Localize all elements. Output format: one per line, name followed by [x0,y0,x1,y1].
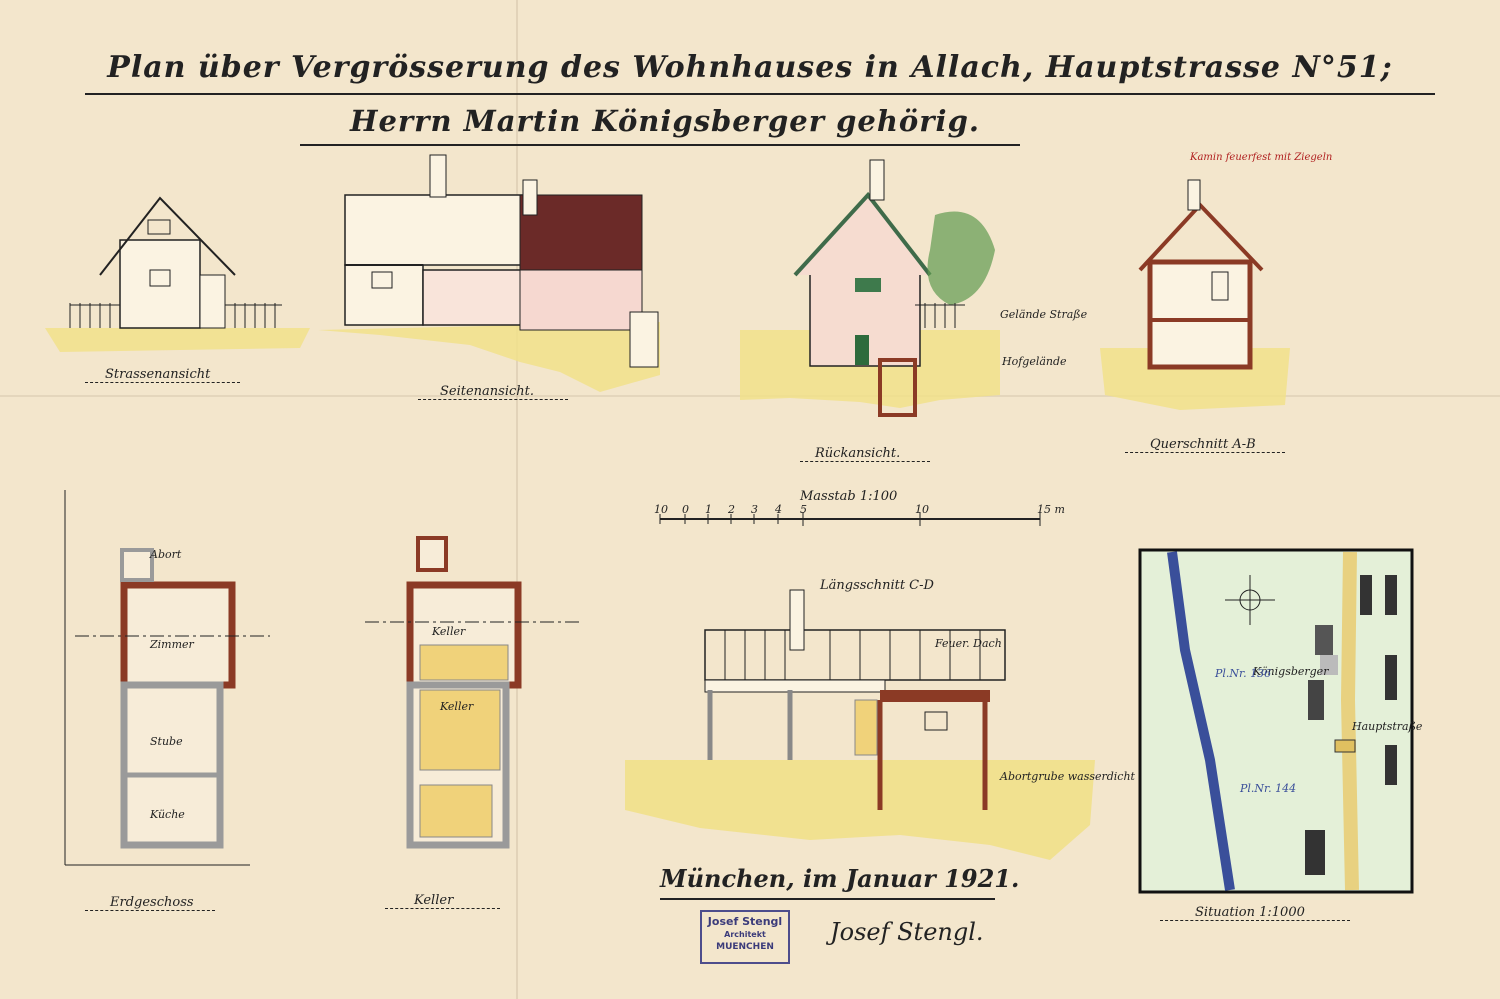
situation-map [1138,548,1414,894]
strassenansicht-drawing [45,196,310,352]
keller-plan [365,536,580,849]
room-kueche: Küche [150,808,185,821]
note-gelaende-strasse: Gelände Straße [1000,308,1088,321]
place-date-underline [660,898,995,900]
label-querschnitt: Querschnitt A-B [1150,437,1256,452]
map-plot-136: Pl.Nr. 136 [1215,667,1272,680]
scale-bar [659,512,1041,526]
architect-signature: Josef Stengl. [830,918,984,946]
note-hofgelaende: Hofgelände [1002,355,1067,368]
plan-title: Plan über Vergrösserung des Wohnhauses i… [107,50,1393,85]
label-keller-underline [385,908,500,910]
place-date: München, im Januar 1921. [660,864,1020,893]
title-underline [85,93,1435,95]
erdgeschoss-plan [64,490,270,866]
label-erdgeschoss-underline [85,910,215,912]
label-masstab: Masstab 1:100 [800,489,898,504]
label-situation: Situation 1:1000 [1195,905,1305,920]
map-hauptstrasse: Hauptstraße [1352,720,1423,733]
seitenansicht-drawing [318,154,660,392]
note-red-correction: Kamin feuerfest mit Ziegeln [1190,152,1333,163]
architect-stamp: Josef Stengl Architekt MUENCHEN [700,910,790,964]
map-koenigsberger: Königsberger [1253,665,1329,678]
stamp-title: Architekt [724,930,766,939]
label-rueckansicht: Rückansicht. [815,446,901,461]
scale-tick-1: 1 [705,503,712,516]
room-abort: Abort [150,548,182,561]
querschnitt-drawing [1100,179,1290,410]
label-querschnitt-underline [1125,452,1285,454]
subtitle-underline [300,144,1020,146]
label-seitenansicht: Seitenansicht. [440,384,535,399]
label-laengsschnitt: Längsschnitt C-D [820,578,934,593]
fold-line-vertical [516,0,518,999]
laengsschnitt-drawing [625,589,1095,860]
stamp-city: MUENCHEN [716,942,774,952]
stamp-name: Josef Stengl [707,915,783,928]
rueckansicht-drawing [740,159,1000,417]
note-feuer-dach: Feuer. Dach [935,637,1002,650]
room-keller-2: Keller [440,700,474,713]
plan-subtitle: Herrn Martin Königsberger gehörig. [350,104,980,138]
scale-tick-15: 15 m [1037,503,1065,516]
scale-tick-2: 2 [728,503,735,516]
scale-tick-0: 0 [682,503,689,516]
room-keller-1: Keller [432,625,466,638]
label-seitenansicht-underline [418,399,568,401]
room-stube: Stube [150,735,183,748]
label-rueckansicht-underline [800,461,930,463]
scale-tick-10b: 10 [915,503,929,516]
note-abortgrube: Abortgrube wasserdicht [1000,770,1135,783]
label-strassenansicht-underline [85,382,240,384]
scale-tick-3: 3 [751,503,758,516]
map-plot-144: Pl.Nr. 144 [1240,782,1297,795]
label-erdgeschoss: Erdgeschoss [110,895,194,910]
scale-tick-5: 5 [800,503,807,516]
label-strassenansicht: Strassenansicht [105,367,211,382]
scale-tick-10: 10 [654,503,668,516]
room-zimmer: Zimmer [150,638,194,651]
label-situation-underline [1160,920,1350,922]
scale-tick-4: 4 [775,503,782,516]
label-keller: Keller [414,893,454,908]
